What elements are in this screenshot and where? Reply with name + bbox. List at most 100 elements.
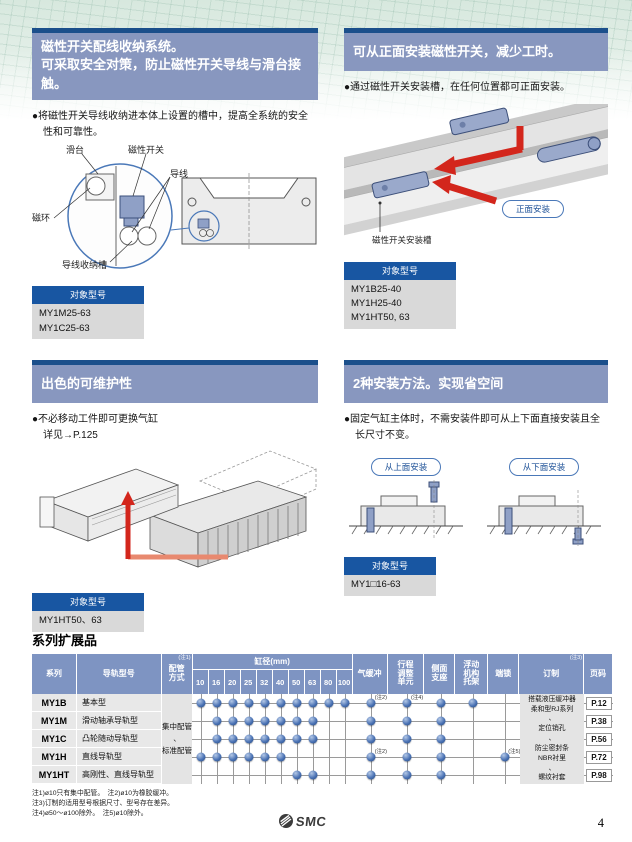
col-header-order-note: (注3) bbox=[569, 655, 583, 661]
matrix-cell bbox=[321, 694, 337, 712]
matrix-cell bbox=[337, 766, 353, 784]
matrix-cell: (注5) bbox=[489, 748, 520, 766]
bore-size: 32 bbox=[256, 670, 272, 694]
availability-dot bbox=[260, 752, 270, 762]
guide-type-cell: 直线导轨型 bbox=[77, 748, 161, 766]
matrix-cell bbox=[337, 748, 353, 766]
availability-dot bbox=[292, 698, 302, 708]
series-cell: MY1M bbox=[32, 712, 76, 730]
model-box: 对象型号 MY1B25-40 MY1H25-40 MY1HT50, 63 bbox=[344, 261, 456, 329]
model-box: 对象型号 MY1□16-63 bbox=[344, 557, 436, 596]
col-header-piping-note: (注1) bbox=[178, 655, 191, 661]
panel-description: ●将磁性开关导线收纳进本体上设置的槽中，提高全系统的安全性和可靠性。 bbox=[32, 111, 309, 138]
availability-dot bbox=[244, 734, 254, 744]
availability-dot bbox=[228, 734, 238, 744]
series-cell: MY1HT bbox=[32, 766, 76, 784]
matrix-cell bbox=[425, 694, 456, 712]
matrix-cell bbox=[273, 748, 289, 766]
mount-bottom-art bbox=[487, 490, 601, 547]
page-ref-cell: P.38 bbox=[585, 712, 613, 730]
matrix-cell bbox=[353, 730, 388, 748]
col-header-stroke-unit: 行程 调整 单元 bbox=[387, 654, 424, 694]
col-header-made-to-order: 订制 (注3) bbox=[519, 654, 584, 694]
matrix-cell bbox=[425, 730, 456, 748]
guide-type-cell: 滑动轴承导轨型 bbox=[77, 712, 161, 730]
matrix-cell bbox=[193, 712, 209, 730]
matrix-cell bbox=[337, 694, 353, 712]
availability-dot bbox=[500, 752, 509, 762]
features-row-2: 出色的可维护性 ●不必移动工件即可更换气缸 详见→P.125 bbox=[0, 360, 632, 632]
matrix-cell bbox=[353, 712, 388, 730]
availability-dot bbox=[196, 752, 206, 762]
mount-top-art bbox=[349, 480, 463, 541]
bore-size: 63 bbox=[304, 670, 320, 694]
matrix-cell bbox=[353, 766, 388, 784]
availability-dot bbox=[436, 698, 445, 708]
mount-top-badge: 从上面安装 bbox=[370, 458, 442, 477]
matrix-cell bbox=[489, 730, 520, 748]
availability-dot bbox=[436, 734, 445, 744]
guide-type-cell: 基本型 bbox=[77, 694, 161, 712]
bore-size: 40 bbox=[272, 670, 288, 694]
availability-dot bbox=[244, 716, 254, 726]
availability-dot bbox=[436, 770, 445, 780]
model-box-title: 对象型号 bbox=[32, 593, 144, 612]
availability-dot bbox=[276, 698, 286, 708]
matrix-cell bbox=[289, 766, 305, 784]
guide-type-cell: 凸轮随动导轨型 bbox=[77, 730, 161, 748]
dot-footnote-ref: (注5) bbox=[508, 749, 521, 755]
front-mount-diagram-art bbox=[307, 91, 632, 240]
series-cell: MY1H bbox=[32, 748, 76, 766]
matrix-cell bbox=[241, 748, 257, 766]
matrix-cell bbox=[193, 766, 209, 784]
col-header-series: 系列 bbox=[32, 654, 76, 694]
availability-dot bbox=[324, 698, 334, 708]
smc-logo-text: SMC bbox=[295, 813, 328, 829]
matrix-cell bbox=[456, 694, 489, 712]
panel-title: 出色的可维护性 bbox=[32, 360, 318, 404]
smc-logo: SMC bbox=[278, 813, 328, 829]
panel-mounting: 2种安装方法。实现省空间 ●固定气缸主体时，不需安装件即可从上下面直接安装且全长… bbox=[344, 360, 608, 618]
availability-dot bbox=[228, 698, 238, 708]
panel-description: ●通过磁性开关安装槽，在任何位置都可正面安装。 bbox=[344, 82, 571, 94]
model-box-title: 对象型号 bbox=[344, 261, 456, 280]
footnotes: 注1)ø10只有集中配管。 注2)ø10为橡胶缓冲。 注3)订制的适用型号根据尺… bbox=[32, 790, 174, 818]
panel-front-mount: 可从正面安装磁性开关，减少工时。 ●通过磁性开关安装槽，在任何位置都可正面安装。 bbox=[307, 28, 632, 360]
availability-dot bbox=[292, 734, 302, 744]
dot-footnote-ref: (注2) bbox=[374, 749, 387, 755]
model-row: MY1B25-40 bbox=[351, 283, 402, 295]
model-row: MY1C25-63 bbox=[39, 322, 90, 334]
label-slide-table: 滑台 bbox=[66, 145, 85, 156]
matrix-cell bbox=[489, 766, 520, 784]
availability-dot bbox=[228, 752, 238, 762]
matrix-cell bbox=[321, 712, 337, 730]
bore-size: 16 bbox=[208, 670, 224, 694]
availability-dot bbox=[366, 734, 375, 744]
availability-dot bbox=[276, 716, 286, 726]
col-header-piping-label: 配管 方式 bbox=[168, 664, 185, 682]
matrix-cell bbox=[209, 694, 225, 712]
matrix-cell bbox=[305, 730, 321, 748]
availability-dot bbox=[196, 698, 206, 708]
label-magnet: 磁环 bbox=[32, 213, 51, 224]
matrix-cell bbox=[337, 730, 353, 748]
wiring-diagram: 滑台 磁性开关 导线 磁环 导线收纳槽 bbox=[32, 144, 318, 280]
panel-title: 磁性开关配线收纳系统。 可采取安全对策，防止磁性开关导线与滑台接触。 bbox=[32, 28, 318, 101]
col-header-cushion: 气缓冲 bbox=[352, 654, 387, 694]
model-box-list: MY1□16-63 bbox=[344, 575, 436, 596]
matrix-cell bbox=[388, 766, 425, 784]
col-header-page: 页码 bbox=[584, 654, 612, 694]
availability-dot bbox=[366, 752, 375, 762]
matrix-cell bbox=[489, 694, 520, 712]
matrix-cell bbox=[257, 694, 273, 712]
availability-dot bbox=[436, 752, 445, 762]
model-box: 对象型号 MY1HT50、63 bbox=[32, 593, 144, 632]
availability-dot bbox=[212, 752, 222, 762]
matrix-cell: (注2) bbox=[353, 748, 388, 766]
matrix-cell bbox=[305, 694, 321, 712]
model-box-list: MY1M25-63 MY1C25-63 bbox=[32, 304, 144, 339]
matrix-cell bbox=[209, 712, 225, 730]
availability-dot bbox=[468, 698, 477, 708]
